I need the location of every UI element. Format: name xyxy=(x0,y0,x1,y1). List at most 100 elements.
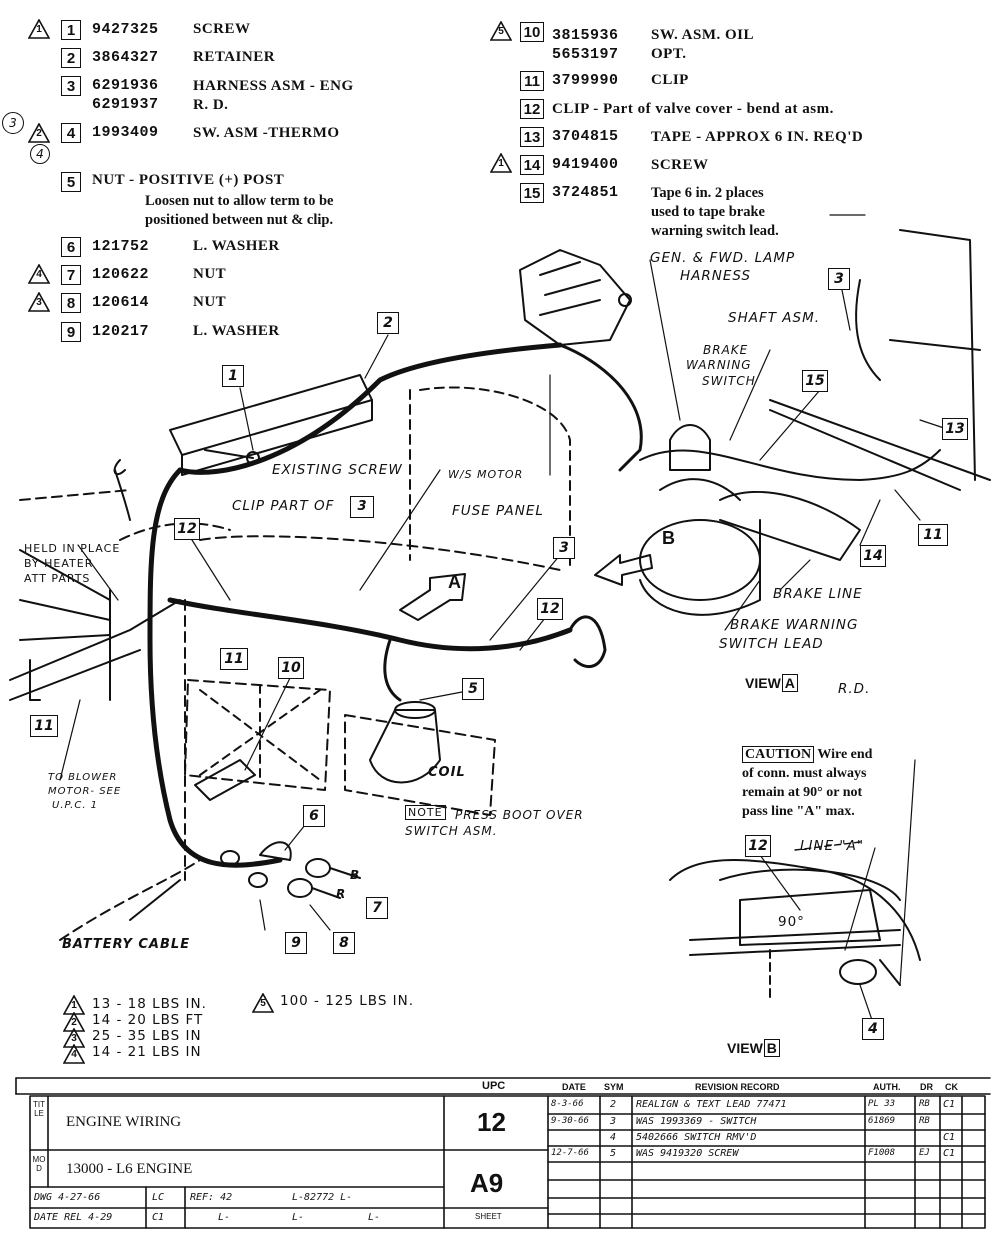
revision-mark: 4 xyxy=(30,144,50,164)
callout-6: 6 xyxy=(303,805,325,827)
revision-header: REVISION RECORD xyxy=(695,1082,780,1092)
part-number-box: 6 xyxy=(61,237,81,257)
ref-l: L- xyxy=(368,1212,381,1223)
main-harness xyxy=(147,467,283,868)
callout-12: 12 xyxy=(174,518,200,540)
label-note: NOTE xyxy=(405,805,446,820)
caution-text: Wire end xyxy=(817,747,873,762)
rev-dr: RB xyxy=(919,1099,930,1109)
part-note: Loosen nut to allow term to be positione… xyxy=(145,192,334,230)
lead-b: B xyxy=(350,868,361,882)
part-desc: SCREW xyxy=(651,157,709,173)
label-gen-fwd-lamp: GEN. & FWD. LAMP xyxy=(650,250,796,266)
rev-auth: F1008 xyxy=(868,1148,896,1158)
part-desc: SW. ASM. OIL xyxy=(651,27,754,43)
part-desc: NUT xyxy=(193,266,227,282)
label-att-parts: ATT PARTS xyxy=(24,572,91,585)
callout-10: 10 xyxy=(278,657,304,679)
rev-sym: 2 xyxy=(610,1099,617,1110)
callout-4: 4 xyxy=(862,1018,884,1040)
part-number-box: 2 xyxy=(61,48,81,68)
rev-sym: 4 xyxy=(610,1132,617,1143)
label-clip-part-of: CLIP PART OF xyxy=(232,498,335,514)
label-by-heater: BY HEATER xyxy=(24,557,94,570)
label-90deg: 90° xyxy=(778,914,805,930)
torque-triangle-icon: 5 xyxy=(490,21,512,41)
part-number-box: 10 xyxy=(520,22,544,42)
drawing-title: ENGINE WIRING xyxy=(66,1114,182,1130)
sym-header: SYM xyxy=(604,1082,624,1092)
callout-5: 5 xyxy=(462,678,484,700)
callout-9: 9 xyxy=(285,932,307,954)
part-desc-alt: OPT. xyxy=(651,46,687,62)
label-warning: WARNING xyxy=(686,358,752,372)
label-fuse-panel: FUSE PANEL xyxy=(452,503,544,519)
model: 13000 - L6 ENGINE xyxy=(66,1161,193,1177)
torque-value: 13 - 18 LBS IN. xyxy=(92,996,207,1012)
ref: REF: 42 xyxy=(190,1192,233,1203)
auth-header: AUTH. xyxy=(873,1082,901,1092)
rev-record: WAS 1993369 - SWITCH xyxy=(636,1116,757,1127)
ck-header: CK xyxy=(945,1082,958,1092)
part-number-box: 4 xyxy=(61,123,81,143)
sheet-number: A9 xyxy=(470,1168,504,1198)
part-desc: HARNESS ASM - ENG xyxy=(193,78,354,94)
rev-ck: C1 xyxy=(943,1148,956,1159)
caution-label: CAUTION xyxy=(742,746,815,763)
part-pn: 120217 xyxy=(92,323,150,340)
label-switch-asm: SWITCH ASM. xyxy=(405,824,498,838)
label-brake-warning-switch-lead: SWITCH LEAD xyxy=(719,636,824,652)
part-pn: 9427325 xyxy=(92,21,159,38)
label-ws-motor: W/S MOTOR xyxy=(448,468,524,481)
caution-text: remain at 90° or not xyxy=(742,785,863,800)
ref-l: L- xyxy=(292,1212,305,1223)
part-pn: 120614 xyxy=(92,294,150,311)
release-by: C1 xyxy=(152,1212,165,1223)
part-pn: 6291936 xyxy=(92,77,159,94)
rev-record: 5402666 SWITCH RMV'D xyxy=(636,1132,757,1143)
part-pn-alt: 5653197 xyxy=(552,46,619,63)
label-press-boot: PRESS BOOT OVER xyxy=(455,808,584,822)
part-desc: TAPE - APPROX 6 IN. REQ'D xyxy=(651,129,864,145)
rev-date: 9-30-66 xyxy=(551,1116,589,1126)
note-line: Tape 6 in. 2 places xyxy=(651,185,764,201)
rev-date: 8-3-66 xyxy=(551,1099,584,1109)
callout-15: 15 xyxy=(802,370,828,392)
torque-triangle-icon: 5 xyxy=(252,993,274,1013)
caution-text: of conn. must always xyxy=(742,766,867,781)
label-rd: R.D. xyxy=(838,681,871,697)
label-battery-cable: BATTERY CABLE xyxy=(62,937,191,952)
part-number-box: 11 xyxy=(520,71,544,91)
label-to-blower: TO BLOWER xyxy=(48,772,118,783)
rev-date: 12-7-66 xyxy=(551,1148,589,1158)
rev-auth: 61869 xyxy=(868,1116,896,1126)
part-pn: 120622 xyxy=(92,266,150,283)
label-brake-warning-switch-lead: BRAKE WARNING xyxy=(730,617,859,633)
rev-sym: 3 xyxy=(610,1116,617,1127)
note-line: Loosen nut to allow term to be xyxy=(145,193,334,209)
torque-value: 14 - 20 LBS FT xyxy=(92,1012,204,1028)
mod-side-label: MOD xyxy=(32,1155,46,1173)
lead-r: R xyxy=(336,887,347,901)
label-existing-screw: EXISTING SCREW xyxy=(272,462,403,478)
release-date: DATE REL 4-29 xyxy=(34,1212,113,1223)
callout-3: 3 xyxy=(828,268,850,290)
part-pn: 3704815 xyxy=(552,128,619,145)
callout-2: 2 xyxy=(377,312,399,334)
torque-triangle-icon: 3 xyxy=(63,1028,85,1048)
revision-mark: 3 xyxy=(2,112,24,134)
rev-dr: EJ xyxy=(919,1148,930,1158)
callout-8: 8 xyxy=(333,932,355,954)
label-upc: U.P.C. 1 xyxy=(52,800,99,811)
torque-triangle-icon: 1 xyxy=(28,19,50,39)
part-desc: SCREW xyxy=(193,21,251,37)
part-note: Tape 6 in. 2 places used to tape brake w… xyxy=(651,184,779,241)
part-number-box: 9 xyxy=(61,322,81,342)
rev-record: WAS 9419320 SCREW xyxy=(636,1148,739,1159)
callout-3-inline: 3 xyxy=(350,496,374,518)
part-pn-alt: 6291937 xyxy=(92,96,159,113)
part-number-box: 15 xyxy=(520,183,544,203)
part-pn: 3724851 xyxy=(552,184,619,201)
part-desc: RETAINER xyxy=(193,49,276,65)
